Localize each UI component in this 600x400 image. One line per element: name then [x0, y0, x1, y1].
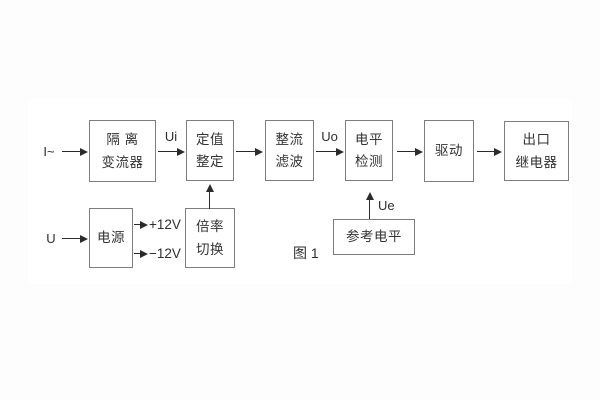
arrow-head [80, 234, 88, 243]
arrow-shaft [62, 237, 80, 240]
block-label: 检测 [355, 154, 383, 169]
block-rectifier-filter: 整流 滤波 [265, 120, 314, 181]
block-label: 整定 [196, 154, 224, 169]
arrow-shaft [158, 150, 177, 153]
block-reference-level: 参考电平 [333, 219, 415, 255]
arrow-level-to-drive-icon [397, 147, 423, 156]
block-isolation-transformer: 隔 离 变流器 [89, 120, 156, 182]
label-ui: Ui [164, 129, 178, 144]
block-label: 切换 [196, 241, 224, 257]
label-plus-12v: +12V [149, 217, 181, 232]
arrow-shaft [236, 150, 255, 153]
arrow-isolation-to-setting-icon [158, 147, 185, 156]
arrow-reference-ue-icon [365, 192, 374, 219]
arrow-shaft [368, 200, 371, 219]
arrow-head [415, 147, 423, 156]
label-ue: Ue [378, 198, 395, 213]
arrow-shaft [316, 150, 336, 153]
block-label: 驱动 [435, 143, 463, 159]
arrow-rectifier-to-level-icon [316, 147, 344, 156]
arrow-shaft [397, 150, 415, 153]
block-label: 变流器 [101, 154, 144, 170]
arrow-shaft [62, 150, 80, 153]
figure-caption: 图 1 [293, 245, 319, 261]
arrow-head [365, 192, 374, 200]
arrow-shaft [134, 223, 140, 226]
label-input-current: I~ [43, 144, 55, 159]
block-output-relay: 出口 继电器 [504, 121, 569, 181]
block-setting-adjust: 定值 整定 [186, 120, 234, 181]
arrow-drive-to-output-icon [477, 147, 502, 156]
arrow-input-voltage-icon [62, 234, 88, 243]
block-label: 继电器 [515, 154, 558, 170]
arrow-head [140, 249, 148, 258]
block-label: 滤波 [275, 154, 304, 169]
arrow-shaft [477, 150, 494, 153]
arrow-head [494, 147, 502, 156]
arrow-input-current-icon [62, 147, 88, 156]
block-label: 隔 离 [106, 132, 139, 147]
arrow-setting-to-rectifier-icon [236, 147, 263, 156]
arrow-head [80, 147, 88, 156]
block-label: 出口 [522, 132, 551, 147]
arrow-shaft [134, 252, 140, 255]
block-label: 参考电平 [346, 229, 402, 245]
arrow-plus-12v-icon [134, 220, 148, 229]
block-power-supply: 电源 [89, 208, 133, 268]
block-ratio-switch: 倍率 切换 [185, 208, 235, 268]
arrow-head [205, 184, 214, 192]
block-drive: 驱动 [424, 120, 474, 182]
block-label: 整流 [275, 131, 304, 147]
arrow-minus-12v-icon [134, 249, 148, 258]
arrow-head [336, 147, 344, 156]
arrow-ratio-to-setting-icon [205, 184, 214, 209]
label-input-voltage: U [46, 231, 56, 246]
block-level-detect: 电平 检测 [345, 120, 393, 181]
block-label: 电平 [355, 131, 383, 147]
arrow-shaft [208, 192, 211, 209]
label-uo: Uo [321, 129, 338, 144]
arrow-head [255, 147, 263, 156]
arrow-head [140, 220, 148, 229]
block-label: 倍率 [196, 219, 224, 234]
label-minus-12v: −12V [149, 246, 181, 261]
block-label: 电源 [97, 230, 125, 246]
block-label: 定值 [196, 131, 224, 147]
arrow-head [177, 147, 185, 156]
